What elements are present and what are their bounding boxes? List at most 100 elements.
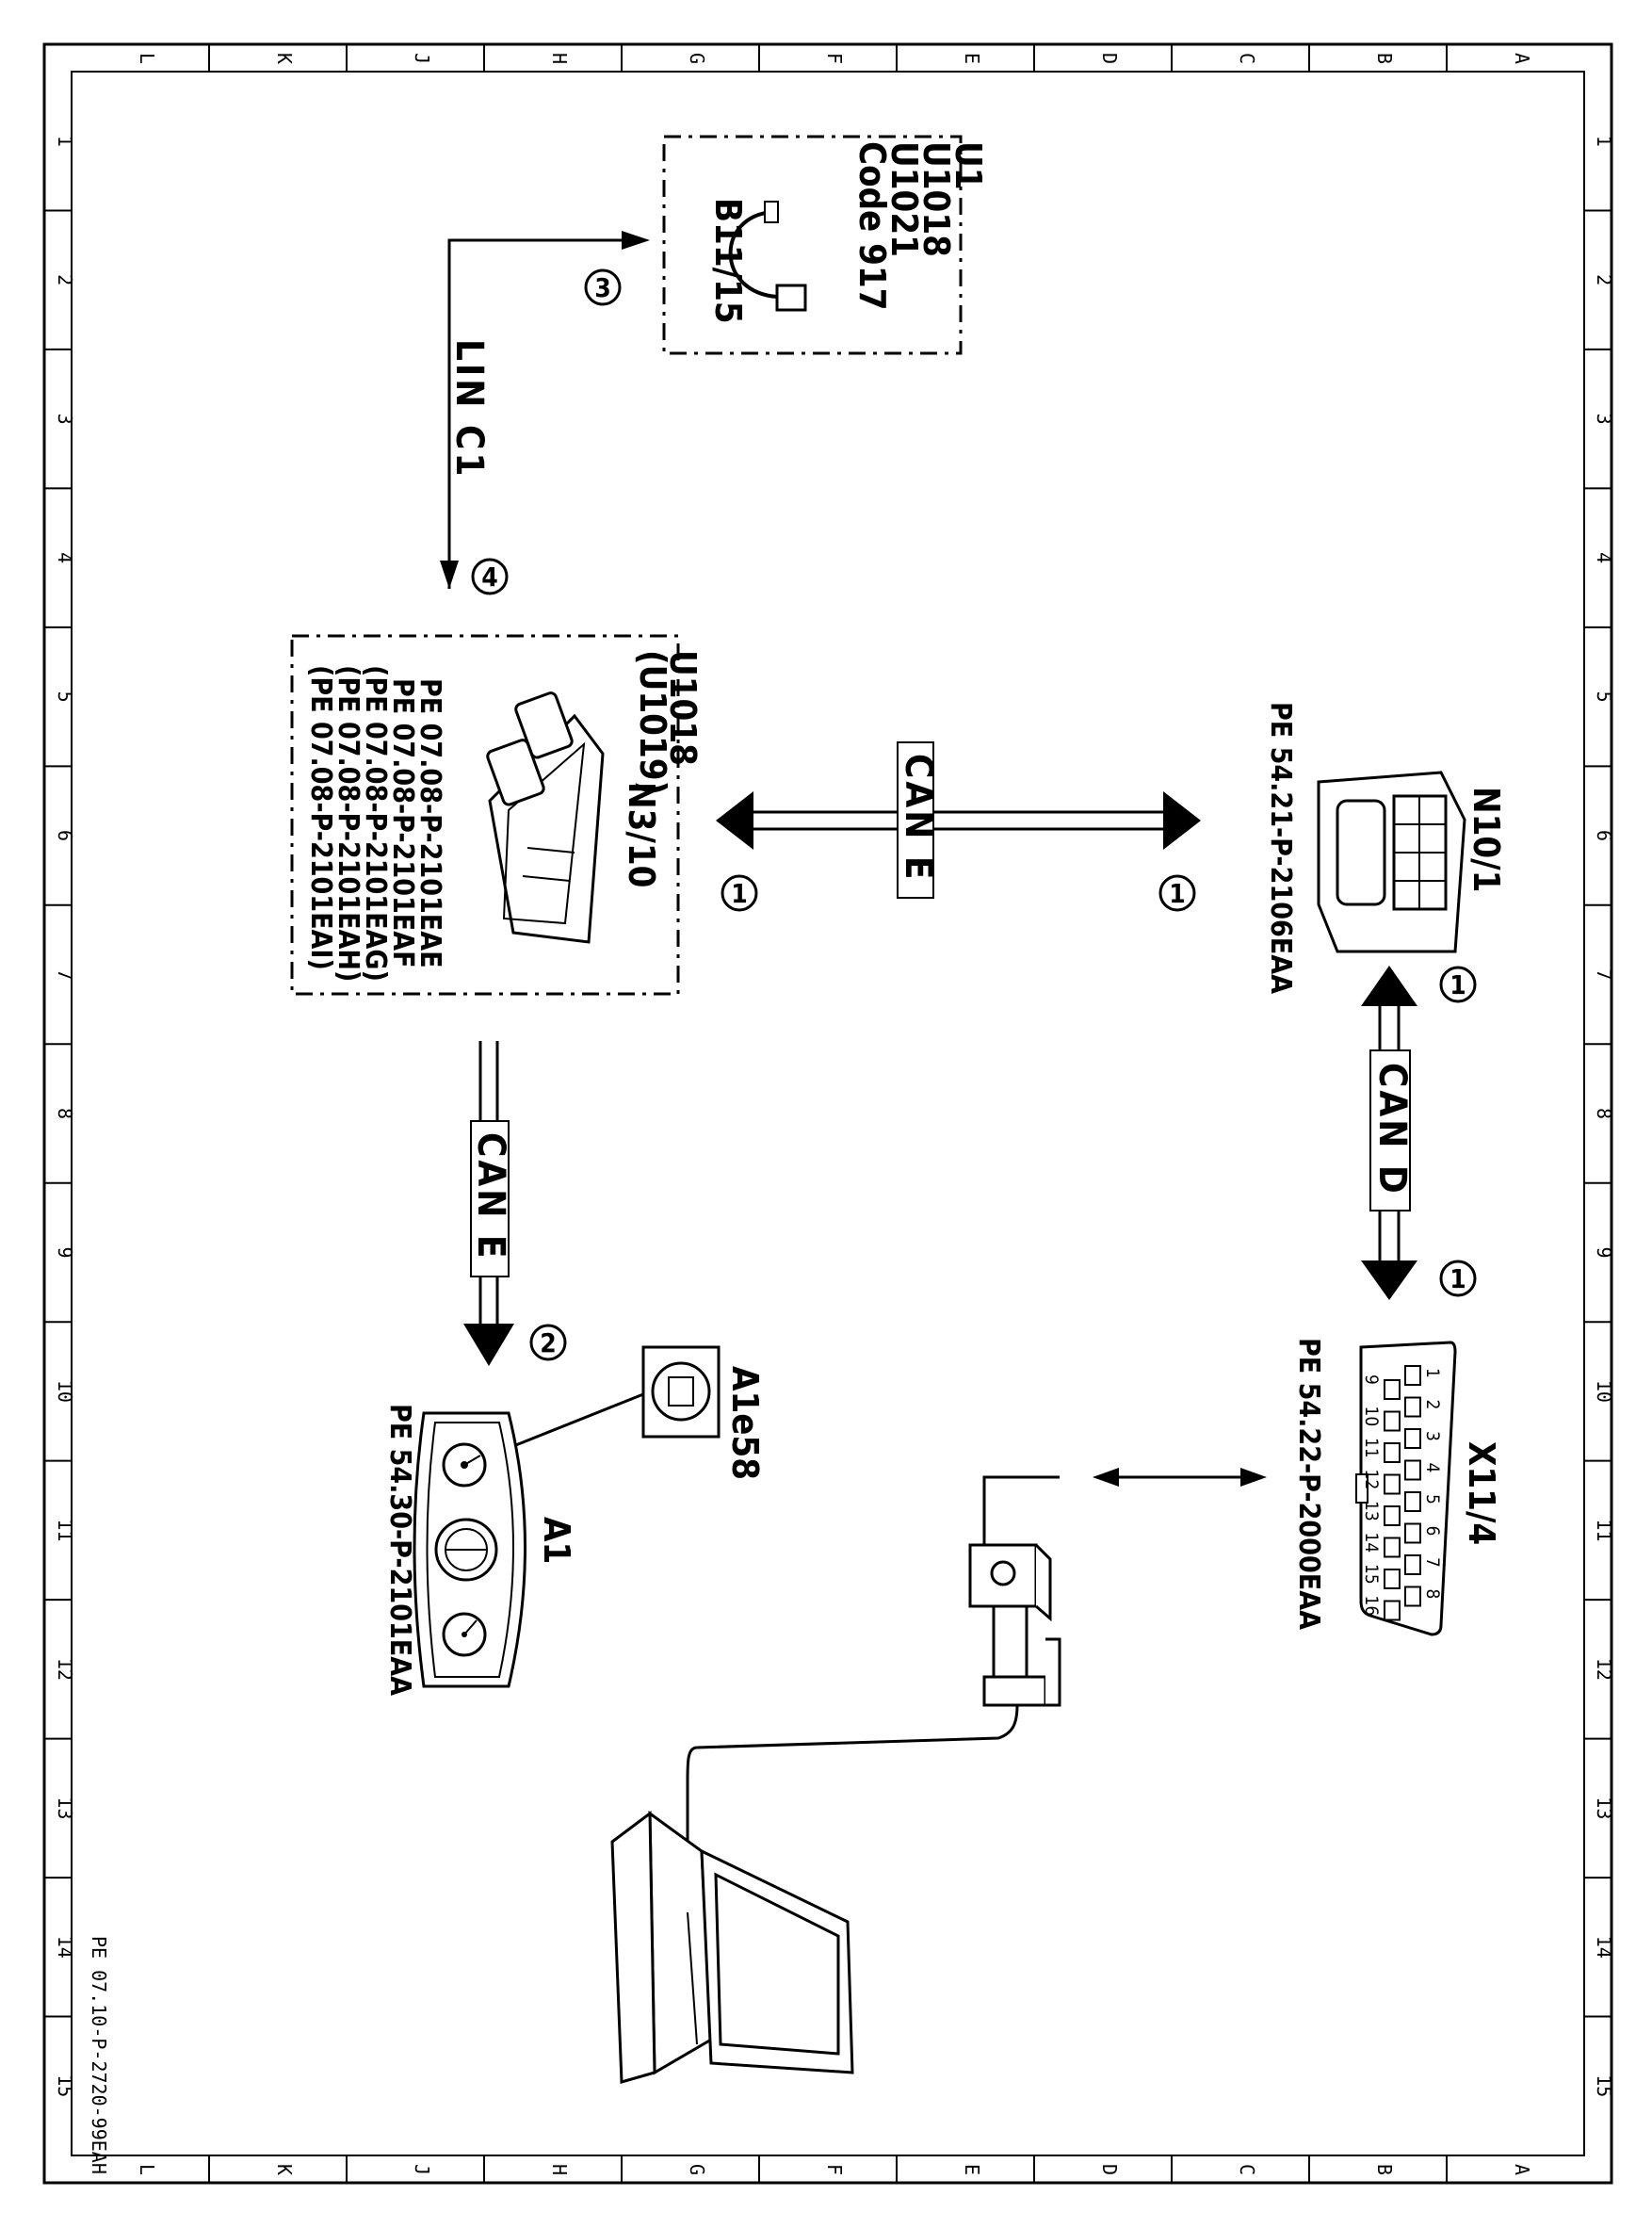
can-e-top-connection: CAN E 1 1 (716, 741, 1201, 912)
callout-2 (529, 1324, 567, 1361)
x11-4-pin-number: 8 (1422, 1589, 1443, 1600)
lin-c1-connection: LIN C1 3 4 (440, 231, 650, 595)
callout-3-text: 3 (594, 272, 611, 303)
u1-line-2: U1018 (915, 141, 957, 257)
grid-row-label: 10 (1593, 1380, 1615, 1403)
x11-4-pin-number: 14 (1361, 1533, 1382, 1553)
x11-4-pin-number: 11 (1361, 1438, 1382, 1458)
grid-column-label: B (1373, 53, 1396, 64)
grid-column-label: F (823, 2164, 846, 2175)
can-e-top-label-box (897, 741, 934, 899)
x11-4-pin-number: 9 (1361, 1374, 1382, 1385)
grid-column-label: C (1236, 2164, 1258, 2175)
arrow-head-right (622, 231, 650, 250)
a1e58-label: A1e58 (724, 1366, 766, 1480)
grid-column-label: H (548, 2164, 571, 2175)
document-number: PE 07.10-P-2720-99EAH (88, 1936, 110, 2174)
b11-15-sensor-icon (728, 201, 807, 312)
grid-row-label: 3 (1593, 414, 1615, 425)
grid-column-label: A (1511, 53, 1533, 64)
x11-4-pin (1384, 1569, 1401, 1589)
grid-row-label: 4 (54, 552, 76, 563)
grid-column-label: G (686, 53, 708, 64)
grid-row-label: 15 (54, 2074, 76, 2097)
grid-row-label: 6 (1593, 830, 1615, 841)
a1-label: A1 (536, 1517, 577, 1564)
callout-1c-text: 1 (1450, 969, 1466, 1000)
x11-4-pin (1404, 1396, 1421, 1418)
callout-1d (1439, 1260, 1477, 1297)
callout-2-text: 2 (540, 1327, 557, 1358)
grid-column-label: A (1511, 2164, 1533, 2175)
grid-row-label: 8 (54, 1108, 76, 1119)
diagnostic-tester-icon (610, 1475, 1061, 2084)
grid-column-label: K (273, 2164, 296, 2175)
x11-4-pin (1404, 1554, 1421, 1575)
grid-row-label: 12 (54, 1658, 76, 1681)
grid-column-label: J (411, 53, 433, 64)
grid-row-label: 11 (54, 1519, 76, 1541)
x11-4-pin-number: 12 (1361, 1470, 1382, 1490)
x11-4-pin (1404, 1491, 1421, 1512)
n10-1-label: N10/1 (1466, 787, 1507, 892)
a1e58-lamp-icon (651, 1361, 711, 1422)
n3-10-ref-3: (PE 07.08-P-2101EAG) (359, 665, 392, 982)
grid-column-label: E (961, 53, 983, 64)
grid-marks (44, 44, 1612, 2183)
grid-row-label: 10 (54, 1380, 76, 1403)
grid-row-label: 4 (1593, 552, 1615, 563)
grid-column-label: G (686, 2164, 708, 2175)
x11-4-pin (1404, 1428, 1421, 1449)
x11-4-component-group: X11/4 PE 54.22-P-2000EAA 123456789101112… (1292, 1338, 1502, 1636)
x11-4-pin (1384, 1600, 1401, 1621)
n3-10-code-2: (U1019) (632, 650, 673, 795)
can-e-left-connection: CAN E 2 (463, 1041, 567, 1366)
grid-row-label: 11 (1593, 1519, 1615, 1541)
callout-1a (721, 874, 758, 912)
grid-row-label: 2 (54, 274, 76, 285)
grid-row-label: 1 (54, 136, 76, 147)
grid-row-label: 14 (1593, 1936, 1615, 1959)
n10-1-module-icon (1317, 771, 1466, 953)
diagnostic-link-arrow (1093, 1468, 1267, 1487)
x11-4-pin-number: 3 (1422, 1431, 1443, 1441)
grid-row-label: 2 (1593, 274, 1615, 285)
can-e-top-label: CAN E (897, 754, 940, 882)
grid-row-label: 6 (54, 830, 76, 841)
x11-4-pin (1384, 1410, 1401, 1432)
x11-4-pin (1384, 1537, 1401, 1558)
a1-component-group: A1 PE 54.30-P-2101EAA A1e58 (383, 1345, 766, 1696)
b11-15-label: B11/15 (707, 198, 749, 324)
n3-10-control-unit-icon (486, 691, 605, 944)
n3-10-code-1: U1018 (662, 650, 704, 766)
grid-row-label: 13 (54, 1797, 76, 1819)
n10-1-component-group: N10/1 PE 54.21-P-2106EAA (1264, 702, 1507, 994)
grid-column-label: B (1373, 2164, 1396, 2175)
x11-4-pin-number: 7 (1422, 1557, 1443, 1568)
n3-10-label: N3/10 (621, 782, 662, 887)
grid-row-label: 7 (54, 969, 76, 981)
n3-10-ref-1: PE 07.08-P-2101EAE (413, 678, 446, 968)
grid-column-label: E (961, 2164, 983, 2175)
x11-4-pin-number: 1 (1422, 1368, 1443, 1378)
x11-4-pin-number: 15 (1361, 1564, 1382, 1585)
grid-column-label: L (136, 2164, 158, 2175)
x11-4-pin (1384, 1473, 1401, 1495)
can-d-connection: CAN D 1 1 (1361, 966, 1477, 1300)
n10-1-ref: PE 54.21-P-2106EAA (1264, 702, 1297, 994)
n3-10-ref-2: PE 07.08-P-2101EAF (386, 678, 419, 968)
arrow-head-down (463, 1324, 514, 1366)
x11-4-pin-number: 6 (1422, 1526, 1443, 1537)
grid-column-label: K (273, 53, 296, 64)
a1-ref: PE 54.30-P-2101EAA (383, 1404, 416, 1696)
u1-line-4: Code 917 (851, 141, 893, 311)
x11-4-pin-number: 2 (1422, 1400, 1443, 1410)
grid-row-label: 3 (54, 414, 76, 425)
n3-10-dashed-box (290, 634, 680, 996)
x11-4-pin-number: 10 (1361, 1407, 1382, 1427)
grid-row-label: 14 (54, 1936, 76, 1959)
grid-column-label: D (1098, 53, 1121, 64)
arrow-head-up (1361, 966, 1417, 1006)
outer-frame (42, 42, 1613, 2185)
